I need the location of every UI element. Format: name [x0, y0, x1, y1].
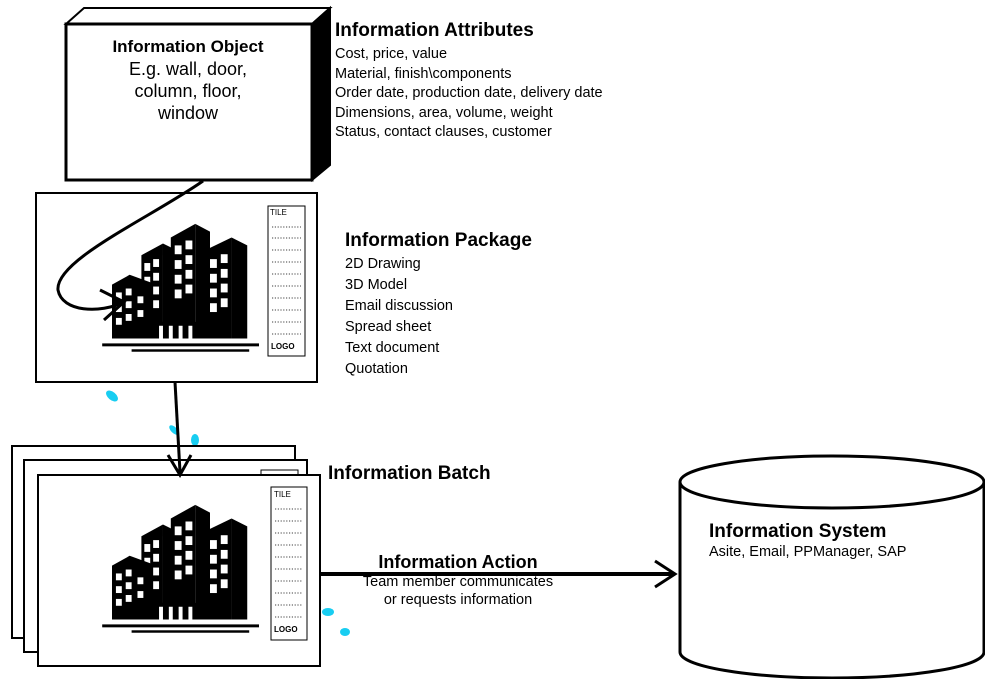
package-item: 3D Model [345, 277, 408, 293]
information-system-cylinder [678, 454, 985, 679]
attribute-item: Status, contact clauses, customer [335, 124, 552, 140]
object-example-line: E.g. wall, door, [128, 59, 248, 79]
attribute-item: Material, finish\components [335, 65, 512, 82]
object-example-line: column, floor, [134, 81, 242, 101]
package-block: Information Package 2D Drawing 3D Model … [345, 230, 532, 380]
title-block-logo: LOGO [274, 625, 298, 634]
title-block: TILE LOGO [270, 486, 308, 641]
attribute-item: Cost, price, value [335, 46, 448, 62]
system-title: Information System [709, 521, 887, 542]
package-item: 2D Drawing [345, 256, 421, 272]
batch-title: Information Batch [328, 463, 491, 484]
action-block: Information Action Team member communica… [340, 551, 576, 609]
title-block: TILE LOGO [267, 205, 306, 357]
package-item: Spread sheet [345, 319, 432, 335]
attribute-item: Dimensions, area, volume, weight [335, 104, 553, 121]
package-to-batch-arrow [173, 381, 182, 473]
information-object-box [63, 5, 333, 183]
package-item: Email discussion [345, 298, 453, 314]
title-block-label: TILE [274, 490, 291, 499]
arrowhead-icon [99, 288, 127, 322]
attributes-title: Information Attributes [335, 20, 534, 41]
title-block-logo: LOGO [271, 342, 295, 351]
system-block: Information System Asite, Email, PPManag… [709, 521, 906, 563]
watermark [106, 390, 350, 636]
object-label: Information Object E.g. wall, door, colu… [70, 36, 306, 124]
arrowhead-icon [166, 454, 193, 479]
object-example-line: window [157, 103, 219, 123]
object-to-package-arrow [56, 179, 204, 311]
action-line: or requests information [383, 592, 533, 608]
package-title: Information Package [345, 230, 532, 251]
arrowhead-icon [654, 559, 678, 589]
attribute-item: Order date, production date, delivery da… [335, 85, 603, 101]
package-item: Text document [345, 340, 440, 356]
action-title: Information Action [378, 552, 538, 572]
package-sheet: TILE LOGO [35, 192, 318, 383]
object-title: Information Object [112, 37, 264, 56]
action-line: Team member communicates [362, 574, 554, 590]
system-subtitle: Asite, Email, PPManager, SAP [709, 544, 907, 560]
title-block-label: TILE [270, 208, 287, 217]
package-item: Quotation [345, 361, 408, 377]
batch-stack: TILE LOGO [11, 445, 321, 667]
attributes-block: Information Attributes Cost, price, valu… [335, 20, 603, 143]
